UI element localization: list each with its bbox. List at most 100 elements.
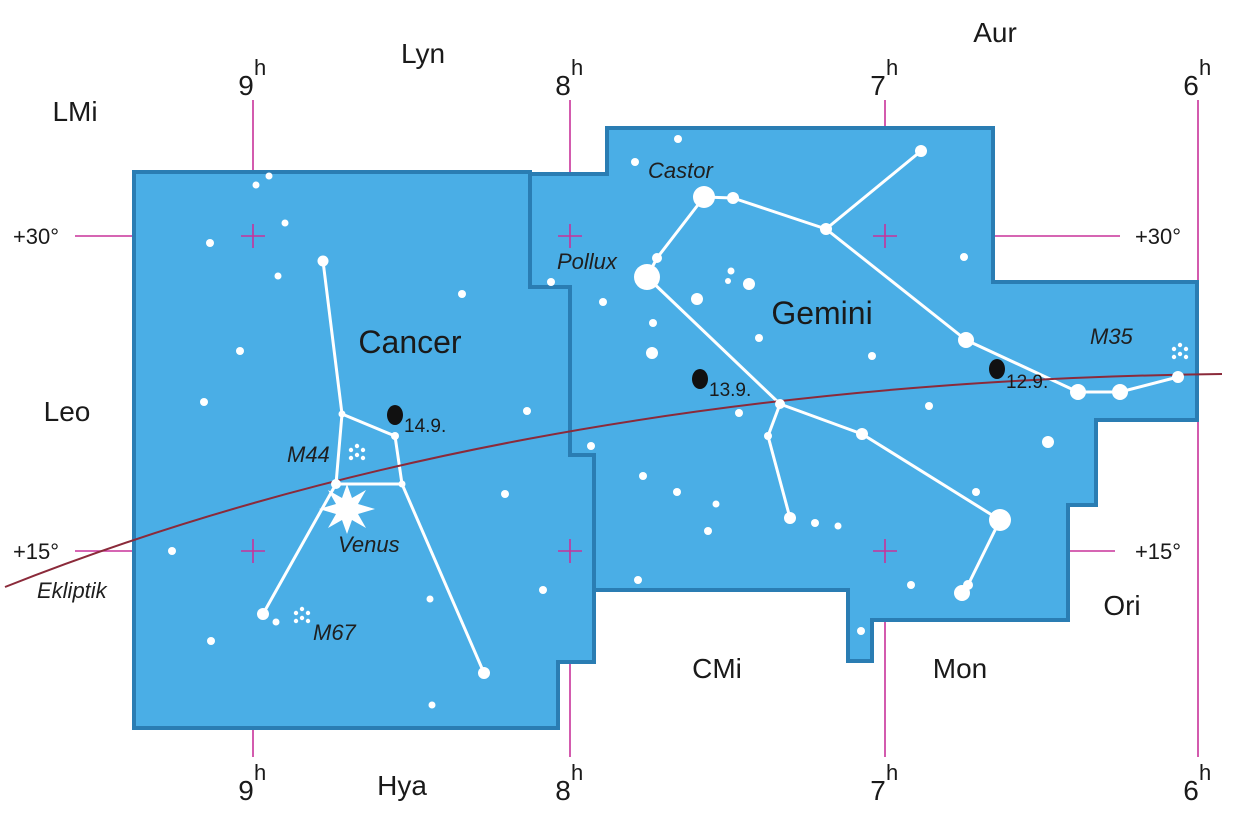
venus-label: Venus — [338, 532, 400, 557]
star — [646, 347, 658, 359]
cancer-figure-lines — [261, 259, 486, 675]
ori-label: Ori — [1103, 590, 1140, 621]
moon-positions — [387, 359, 1005, 425]
ra-7h-bottom: 7 — [870, 775, 886, 806]
star — [727, 192, 739, 204]
ra-6h-bottom: 6 — [1183, 775, 1199, 806]
gemini-region — [528, 126, 1199, 663]
ra-9h-top: 9 — [238, 70, 254, 101]
lmi-label: LMi — [52, 96, 97, 127]
castor-star — [693, 186, 715, 208]
star — [398, 480, 406, 488]
star — [634, 576, 642, 584]
cancer-label: Cancer — [358, 324, 462, 360]
cross-9h-15 — [241, 539, 265, 563]
star — [958, 332, 974, 348]
star — [691, 293, 703, 305]
moon-icon — [692, 369, 708, 389]
ecliptic-label: Ekliptik — [37, 578, 108, 603]
cross-7h-15 — [873, 539, 897, 563]
star — [960, 253, 968, 261]
star — [954, 585, 970, 601]
cross-8h-15 — [558, 539, 582, 563]
cross-8h-30 — [558, 224, 582, 248]
star — [649, 319, 657, 327]
cross-9h-30 — [241, 224, 265, 248]
pollux-label: Pollux — [557, 249, 618, 274]
star — [775, 399, 785, 409]
ra-unit: h — [571, 55, 583, 80]
star — [820, 223, 832, 235]
star — [1172, 371, 1184, 383]
hya-label: Hya — [377, 770, 427, 801]
star — [972, 488, 980, 496]
ra-unit: h — [886, 760, 898, 785]
star — [265, 172, 273, 180]
moon-date-label: 13.9. — [709, 380, 751, 401]
star — [727, 267, 735, 275]
star — [784, 512, 796, 524]
star — [673, 488, 681, 496]
cmi-label: CMi — [692, 653, 742, 684]
star — [206, 239, 214, 247]
gemini-label: Gemini — [771, 295, 872, 331]
star — [725, 278, 731, 284]
ra-7h-top: 7 — [870, 70, 886, 101]
ra-unit: h — [254, 55, 266, 80]
m67-label: M67 — [313, 620, 357, 645]
aur-label: Aur — [973, 17, 1017, 48]
star — [458, 290, 466, 298]
ra-8h-top: 8 — [555, 70, 571, 101]
star — [207, 637, 215, 645]
dec-15-label-left: +15° — [13, 539, 59, 564]
star — [200, 398, 208, 406]
star — [1070, 384, 1086, 400]
ra-8h-bottom: 8 — [555, 775, 571, 806]
star — [523, 407, 531, 415]
star — [915, 145, 927, 157]
moon-date-label: 12.9. — [1006, 372, 1048, 393]
ra-unit: h — [571, 760, 583, 785]
dec-30-label-right: +30° — [1135, 224, 1181, 249]
star — [743, 278, 755, 290]
cross-7h-30 — [873, 224, 897, 248]
star — [317, 255, 329, 267]
m44-cluster-icon — [348, 443, 366, 461]
star — [168, 547, 176, 555]
ecliptic-line — [4, 373, 1223, 588]
star — [599, 298, 607, 306]
star — [272, 618, 280, 626]
star — [674, 135, 682, 143]
star — [547, 278, 555, 286]
m44-label: M44 — [287, 442, 330, 467]
star — [712, 500, 720, 508]
star — [252, 181, 260, 189]
moon-icon — [989, 359, 1005, 379]
star — [834, 522, 842, 530]
star — [652, 253, 662, 263]
star — [857, 627, 865, 635]
m35-label: M35 — [1090, 324, 1134, 349]
mon-label: Mon — [933, 653, 987, 684]
star — [907, 581, 915, 589]
dec-30-label-left: +30° — [13, 224, 59, 249]
star — [868, 352, 876, 360]
ra-labels-bottom: 9 h 8 h 7 h 6 h — [238, 760, 1211, 806]
m67-cluster-icon — [293, 606, 311, 624]
ra-labels-top: 9 h 8 h 7 h 6 h — [238, 55, 1211, 101]
star — [338, 410, 346, 418]
ra-9h-bottom: 9 — [238, 775, 254, 806]
star — [811, 519, 819, 527]
ra-unit: h — [1199, 55, 1211, 80]
ra-unit: h — [886, 55, 898, 80]
venus-icon — [319, 484, 375, 534]
star — [331, 479, 341, 489]
star — [704, 527, 712, 535]
pollux-star — [634, 264, 660, 290]
star — [478, 667, 490, 679]
ra-unit: h — [1199, 760, 1211, 785]
star — [1112, 384, 1128, 400]
star — [501, 490, 509, 498]
star — [281, 219, 289, 227]
